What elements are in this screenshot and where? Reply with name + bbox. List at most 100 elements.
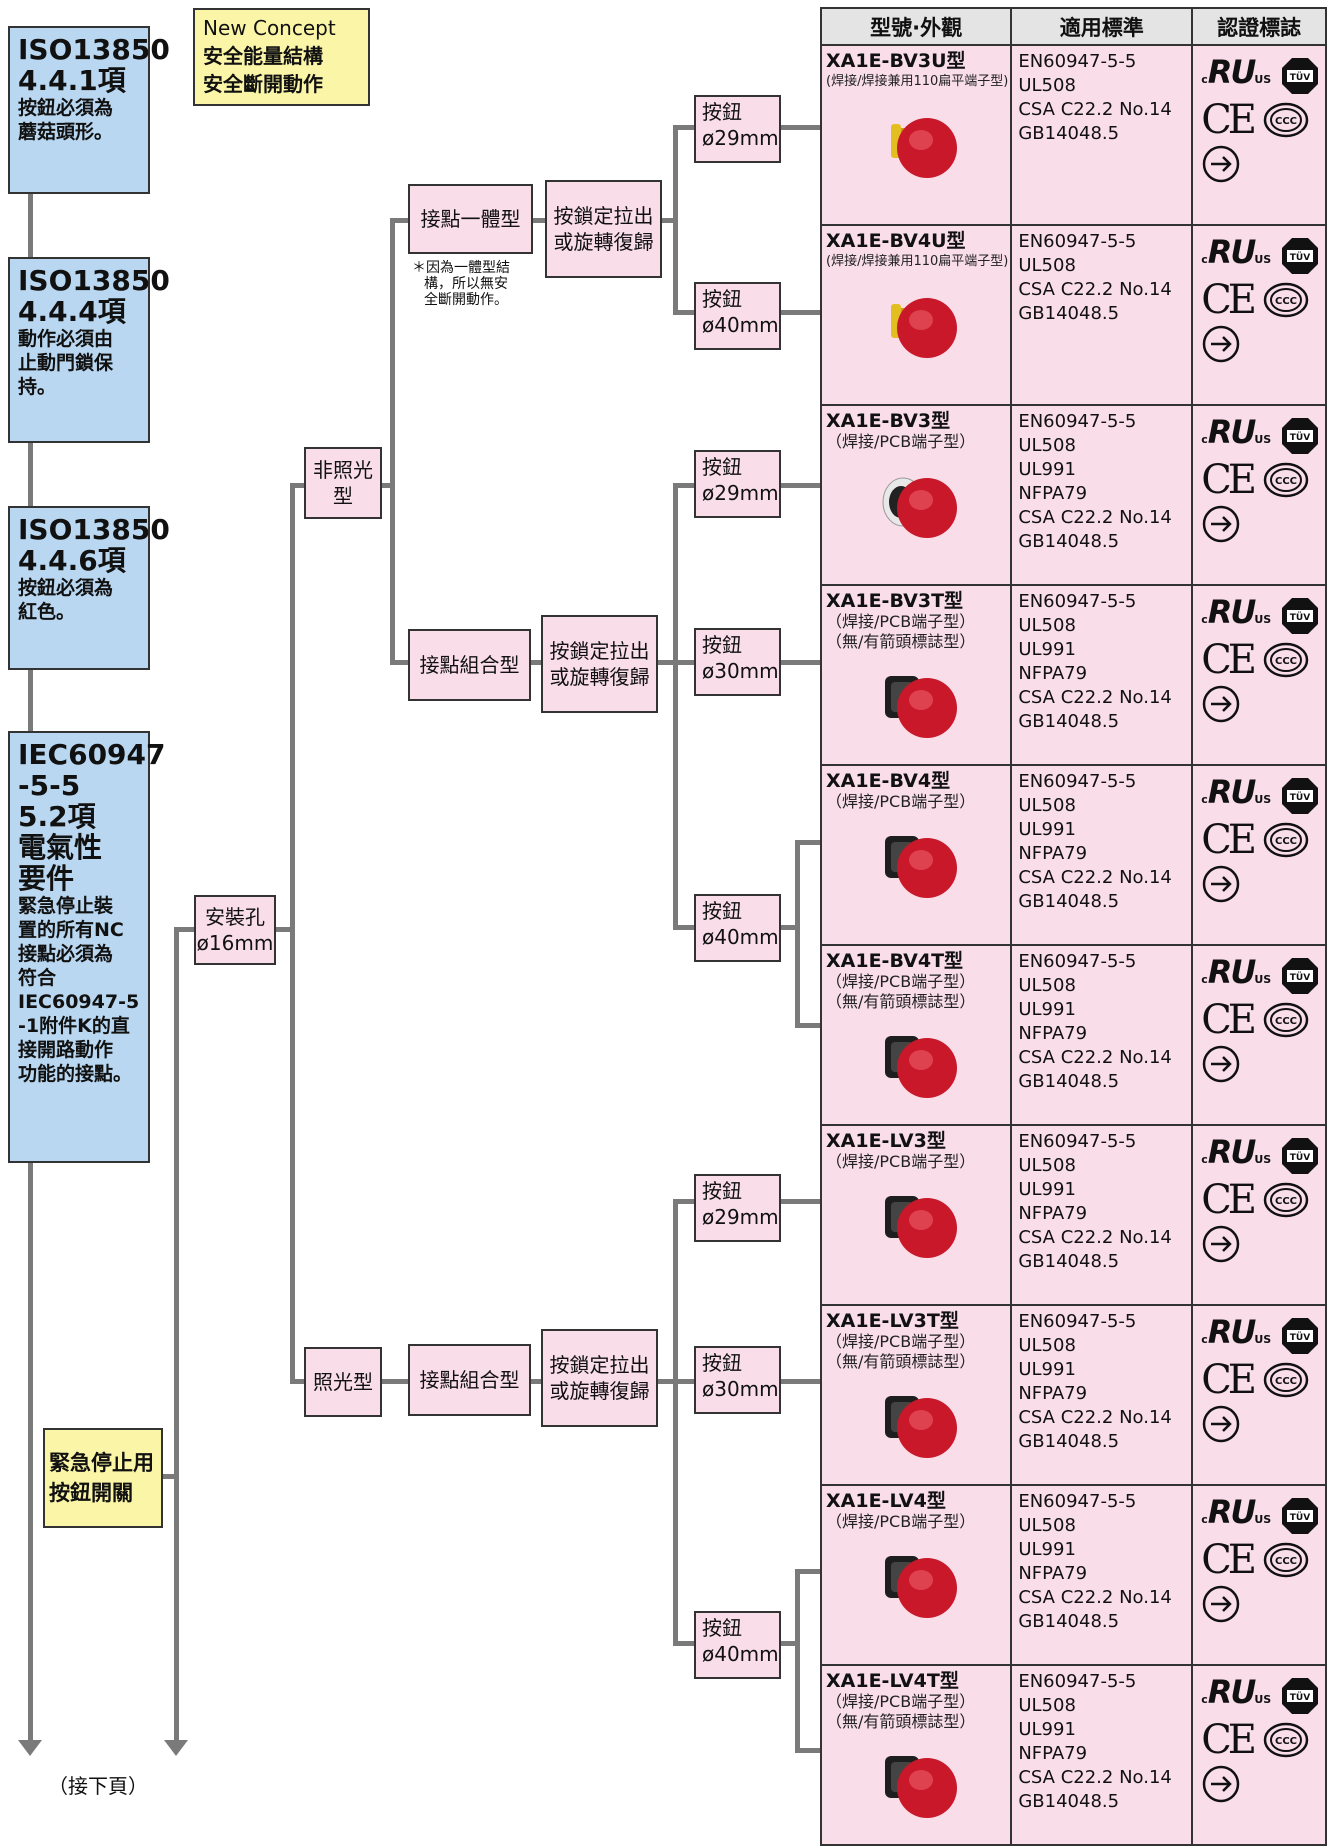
model-cell: XA1E-BV4T型（焊接/PCB端子型）（無/有箭頭標誌型） [819, 944, 1013, 1126]
root-label-line: 緊急停止用 [49, 1451, 154, 1475]
standard-item: CSA C22.2 No.14 [1018, 687, 1172, 708]
standard-item: GB14048.5 [1018, 711, 1120, 732]
model-name: XA1E-LV4T型 [826, 1670, 959, 1692]
tuv-mark-icon: TÜV [1282, 58, 1319, 94]
cert-row [1201, 862, 1325, 906]
product-table: 型號·外觀 適用標準 認證標誌 XA1E-BV3U型(焊接/焊接兼用110扁平端… [819, 7, 1327, 1846]
standard-item: EN60947-5-5 [1018, 1311, 1137, 1332]
standard-item: CSA C22.2 No.14 [1018, 1407, 1172, 1428]
table-row: XA1E-BV3T型（焊接/PCB端子型）（無/有箭頭標誌型）EN60947-5… [819, 584, 1327, 766]
note-line: 安全斷開動作 [203, 72, 323, 96]
tuv-mark-icon: TÜV [1282, 238, 1319, 274]
ce-mark-icon: CE [1201, 637, 1257, 683]
standard-item: GB14048.5 [1018, 891, 1120, 912]
root-label: 緊急停止用 按鈕開關 [43, 1428, 163, 1528]
standard-item: GB14048.5 [1018, 1611, 1120, 1632]
node-line: 按鎖定拉出 [549, 639, 650, 663]
cert-row [1201, 322, 1325, 366]
product-photo [882, 477, 958, 538]
product-photo [885, 1556, 958, 1618]
svg-text:CCC: CCC [1275, 656, 1297, 667]
svg-text:CCC: CCC [1275, 476, 1297, 487]
node-line: 按鈕 [702, 1351, 742, 1375]
ul-mark-icon: cRUUS [1201, 953, 1272, 991]
ul-mark-icon: cRUUS [1201, 1313, 1272, 1351]
node-line: 按鎖定拉出 [549, 1353, 650, 1377]
iso-box-heading: 電氣性 [18, 831, 103, 864]
new-concept-note: New Concept 安全能量結構 安全斷開動作 [193, 8, 370, 106]
arrow-circle-icon [1202, 1405, 1240, 1443]
col-header-certs: 認證標誌 [1191, 7, 1327, 46]
tuv-mark-icon: TÜV [1282, 418, 1319, 454]
iso-box-heading: -5-5 [18, 769, 81, 802]
node-line: 或旋轉復歸 [549, 1379, 650, 1403]
iso-box-text: 紅色。 [18, 601, 76, 623]
ccc-mark-icon: CCC [1263, 1542, 1309, 1578]
standard-item: GB14048.5 [1018, 123, 1120, 144]
cert-row: cRUUS TÜV [1201, 1134, 1325, 1178]
model-name: XA1E-BV3U型 [826, 50, 966, 72]
svg-text:CCC: CCC [1275, 1376, 1297, 1387]
svg-text:TÜV: TÜV [1290, 792, 1310, 803]
ccc-mark-icon: CCC [1263, 1002, 1309, 1038]
ce-mark-icon: CE [1201, 1537, 1257, 1583]
ul-mark-icon: cRUUS [1201, 1493, 1272, 1531]
model-cell: XA1E-LV3型（焊接/PCB端子型） [819, 1124, 1013, 1306]
ce-mark-icon: CE [1201, 817, 1257, 863]
node-line: ø29mm [702, 1205, 779, 1229]
cert-row [1201, 502, 1325, 546]
ce-mark-icon: CE [1201, 997, 1257, 1043]
standard-item: CSA C22.2 No.14 [1018, 99, 1172, 120]
iso-box-text: 接開路動作 [18, 1039, 114, 1061]
standard-item: EN60947-5-5 [1018, 231, 1137, 252]
illuminated-node: 照光型 [304, 1347, 382, 1417]
iso-box-heading: ISO13850 [18, 33, 170, 66]
standard-item: NFPA79 [1018, 1023, 1088, 1044]
arrow-circle-icon [1202, 1765, 1240, 1803]
iso-box-3: ISO13850 4.4.6項 按鈕必須為 紅色。 [8, 506, 170, 670]
standard-item: EN60947-5-5 [1018, 51, 1137, 72]
node-line: 按鈕 [702, 100, 742, 124]
iso-box-heading: 4.4.1項 [18, 64, 126, 97]
svg-text:TÜV: TÜV [1290, 252, 1310, 263]
arrow-circle-icon [1202, 1585, 1240, 1623]
product-photo [885, 1036, 958, 1098]
model-cell: XA1E-BV3型（焊接/PCB端子型） [819, 404, 1013, 586]
arrow-circle-icon [1202, 685, 1240, 723]
ccc-mark-icon: CCC [1263, 102, 1309, 138]
ce-mark-icon: CE [1201, 97, 1257, 143]
mount-hole-node: 安裝孔 ø16mm [194, 895, 276, 965]
iec-box: IEC60947 -5-5 5.2項 電氣性 要件 緊急停止裝 置的所有NC 接… [8, 731, 166, 1163]
svg-text:TÜV: TÜV [1290, 72, 1310, 83]
standard-item: CSA C22.2 No.14 [1018, 507, 1172, 528]
node-line: 按鈕 [702, 1179, 742, 1203]
ce-mark-icon: CE [1201, 1357, 1257, 1403]
ul-mark-icon: cRUUS [1201, 1133, 1272, 1171]
standard-item: UL508 [1018, 975, 1076, 996]
tuv-mark-icon: TÜV [1282, 1138, 1319, 1174]
spine-arrow-root [164, 1740, 188, 1756]
node-line: 按鈕 [702, 899, 742, 923]
node-line: ø16mm [196, 931, 274, 955]
model-name: XA1E-BV3型 [826, 410, 951, 432]
standard-item: EN60947-5-5 [1018, 1671, 1137, 1692]
ul-mark-icon: cRUUS [1201, 593, 1272, 631]
cert-row: CE CCC [1201, 638, 1325, 682]
standard-item: UL508 [1018, 615, 1076, 636]
svg-text:CCC: CCC [1275, 1736, 1297, 1747]
